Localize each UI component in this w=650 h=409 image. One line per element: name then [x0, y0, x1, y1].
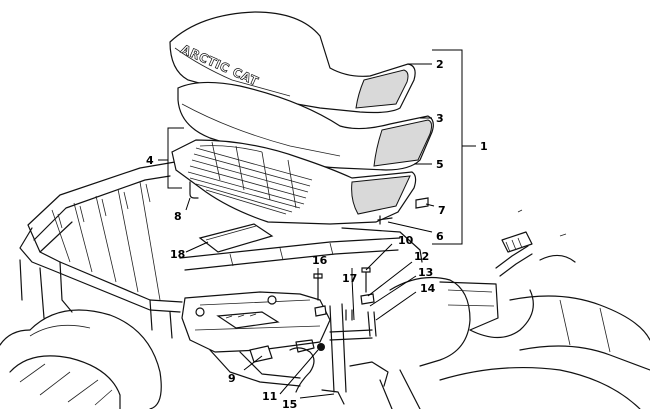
callout-16: 16 [312, 254, 328, 267]
callout-labels: 1 2 3 4 5 6 7 8 9 10 11 12 13 14 15 16 1… [146, 58, 488, 409]
callout-17: 17 [342, 272, 357, 285]
callout-18: 18 [170, 248, 185, 261]
foam-pad-edge [205, 225, 257, 241]
callout-2: 2 [436, 58, 444, 71]
callout-5: 5 [436, 158, 444, 171]
callout-9: 9 [228, 372, 236, 385]
callout-10: 10 [398, 234, 414, 247]
seat-base [171, 139, 429, 225]
callout-6: 6 [436, 230, 444, 243]
callout-3: 3 [436, 112, 444, 125]
callout-8: 8 [174, 210, 182, 223]
callout-1: 1 [480, 140, 488, 153]
callout-leaders [158, 49, 476, 399]
latch-assembly [313, 267, 389, 405]
seat-cushion: ARCTIC CAT [169, 11, 416, 114]
rear-tire [0, 309, 162, 409]
foam-pad [198, 223, 274, 253]
callout-12: 12 [414, 250, 429, 263]
callout-4: 4 [146, 154, 154, 167]
callout-13: 13 [418, 266, 433, 279]
callout-11: 11 [262, 390, 277, 403]
callout-7: 7 [438, 204, 446, 217]
frame-and-mounts [181, 291, 331, 393]
callout-15: 15 [282, 398, 297, 409]
callout-14: 14 [420, 282, 436, 295]
rear-rack [19, 161, 423, 339]
right-body-panel [379, 209, 650, 409]
